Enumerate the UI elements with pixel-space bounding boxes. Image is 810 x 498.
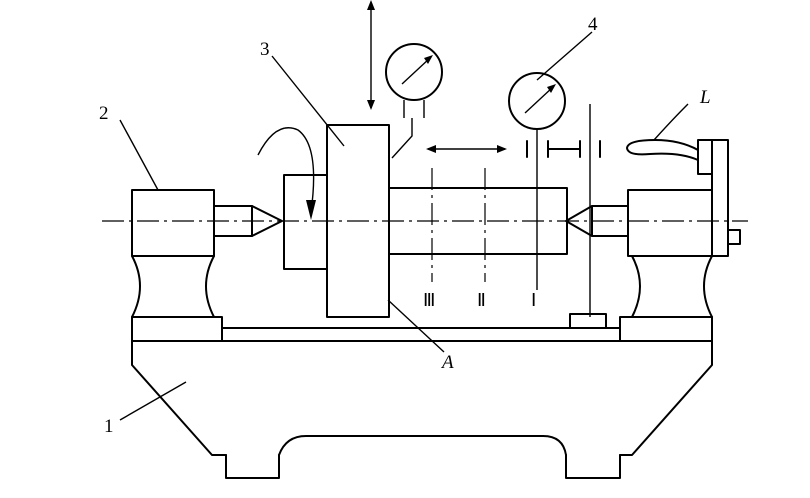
label-3: 3 [260,39,270,60]
section-label-1: Ⅰ [531,290,536,310]
label-4: 4 [588,14,598,35]
bed-base [131,327,713,479]
section-marks [526,140,601,158]
leader-lines [119,31,593,421]
rotation-arrow [257,127,316,220]
section-label-3: Ⅲ [423,290,435,310]
label-A: A [440,352,454,373]
vertical-double-arrow [367,0,375,110]
reference-rod [569,104,607,329]
section-lines [431,130,538,290]
dial-indicator-right [508,72,566,130]
cable [626,103,699,161]
left-center-support [131,189,283,342]
horizontal-double-arrow [426,145,507,153]
label-2: 2 [99,103,109,124]
section-label-2: Ⅱ [477,290,486,310]
label-L: L [699,87,711,108]
label-1: 1 [104,416,114,437]
right-center-support [565,139,741,342]
dial-indicator-left [385,43,443,159]
